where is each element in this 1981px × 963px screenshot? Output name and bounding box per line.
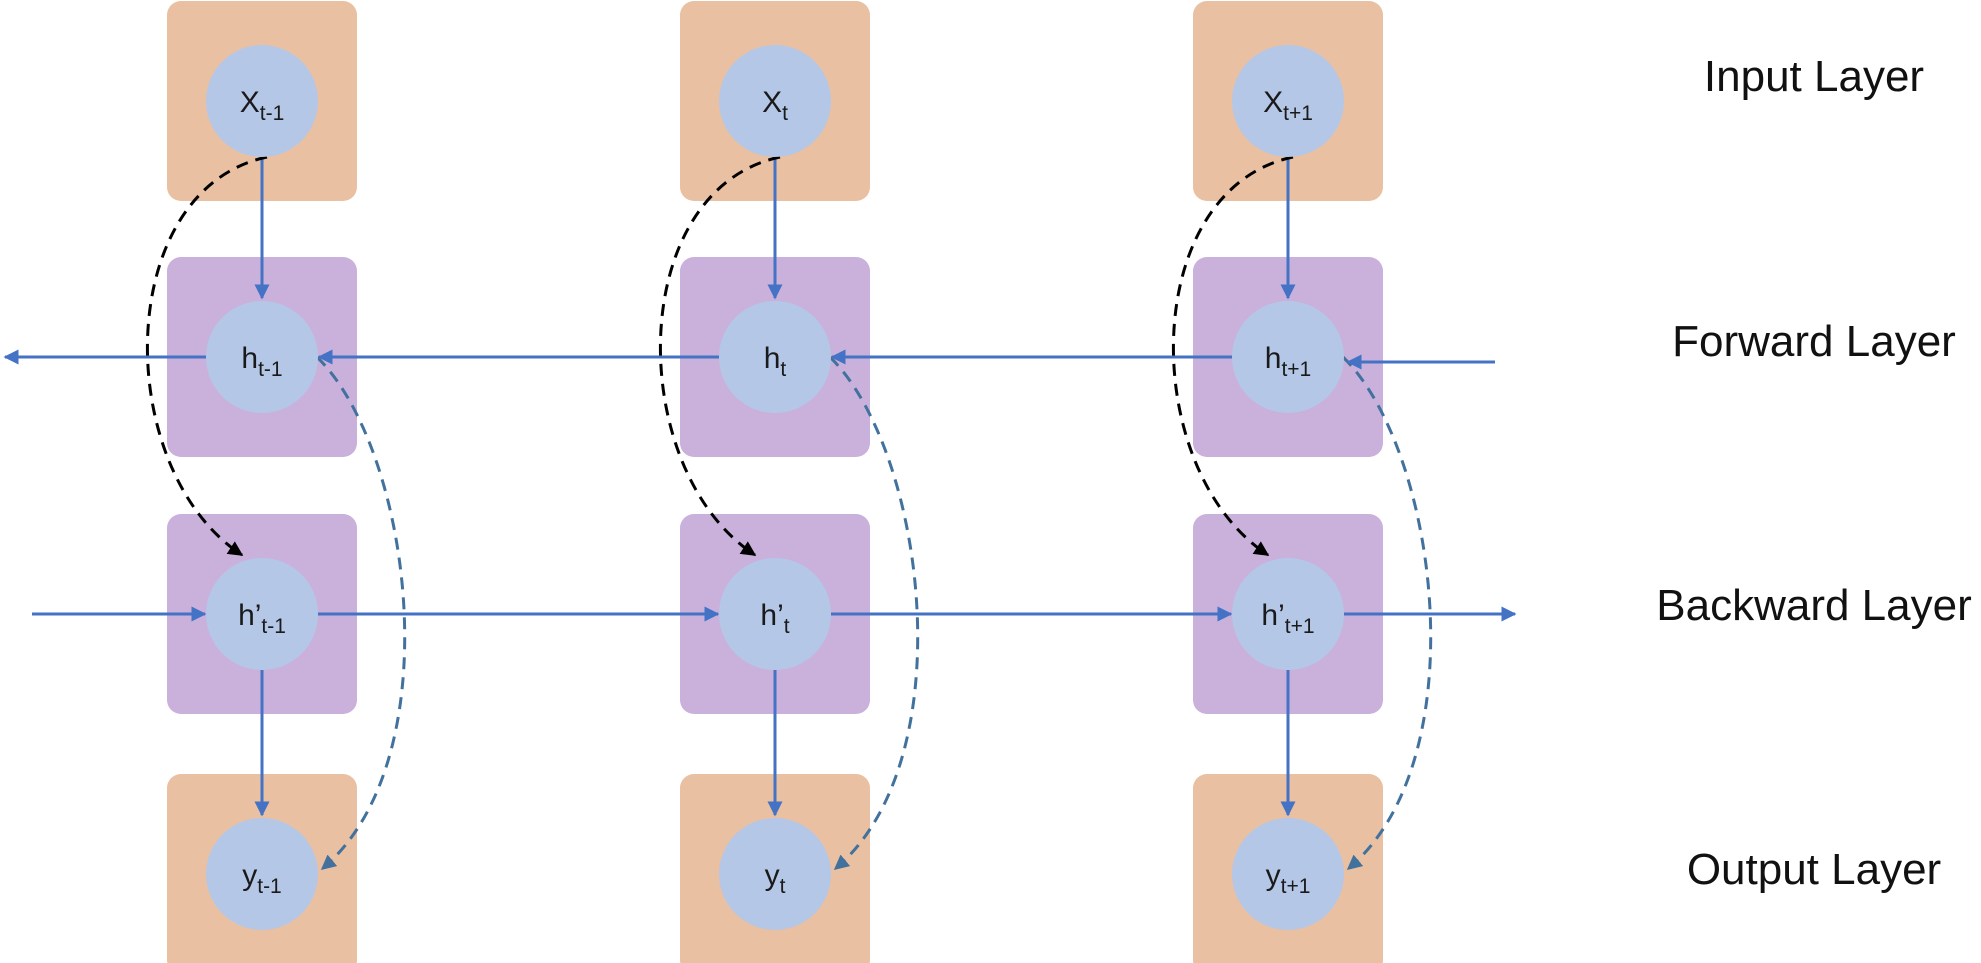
node-label-base: h bbox=[1265, 342, 1282, 375]
backward-node-circle bbox=[719, 558, 831, 670]
forward-to-output-dashed-arrow bbox=[828, 355, 920, 871]
input-node-circle bbox=[719, 45, 831, 157]
node-label-base: X bbox=[762, 86, 782, 119]
output-node-1: yt bbox=[719, 818, 831, 930]
forward-node-label: ht bbox=[764, 342, 787, 381]
node-label-base: y bbox=[242, 859, 257, 892]
input-node-0: Xt-1 bbox=[206, 45, 318, 157]
node-label-subscript: t-1 bbox=[258, 358, 283, 381]
input-node-circle bbox=[1232, 45, 1344, 157]
output-node-label: yt-1 bbox=[242, 859, 282, 898]
forward-layer-label: Forward Layer bbox=[1672, 317, 1956, 366]
output-node-label: yt+1 bbox=[1266, 859, 1311, 898]
node-label-subscript: t-1 bbox=[257, 875, 282, 898]
node-label-subscript: t-1 bbox=[261, 615, 286, 638]
forward-node-0: ht-1 bbox=[206, 301, 318, 413]
input-node-label: Xt+1 bbox=[1263, 86, 1313, 125]
backward-node-label: h’t-1 bbox=[238, 599, 286, 638]
node-label-base: h bbox=[241, 342, 258, 375]
backward-node-label: h’t bbox=[760, 599, 789, 638]
output-node-circle bbox=[206, 818, 318, 930]
node-label-subscript: t bbox=[780, 358, 786, 381]
forward-node-1: ht bbox=[719, 301, 831, 413]
output-node-circle bbox=[719, 818, 831, 930]
node-label-base: h’ bbox=[238, 599, 261, 632]
input-node-label: Xt bbox=[762, 86, 788, 125]
output-layer-label: Output Layer bbox=[1687, 845, 1941, 894]
backward-node-0: h’t-1 bbox=[206, 558, 318, 670]
node-label-subscript: t bbox=[780, 875, 786, 898]
node-label-base: X bbox=[240, 86, 260, 119]
backward-layer-label: Backward Layer bbox=[1656, 581, 1971, 630]
node-label-subscript: t bbox=[782, 102, 788, 125]
backward-node-2: h’t+1 bbox=[1232, 558, 1344, 670]
node-label-base: y bbox=[765, 859, 780, 892]
forward-node-label: ht+1 bbox=[1265, 342, 1311, 381]
output-node-0: yt-1 bbox=[206, 818, 318, 930]
input-to-backward-dashed-arrow bbox=[145, 155, 268, 557]
node-label-subscript: t bbox=[784, 615, 790, 638]
output-node-circle bbox=[1232, 818, 1344, 930]
connection-arrows bbox=[3, 155, 1517, 871]
forward-to-output-dashed-arrow bbox=[1341, 355, 1433, 871]
input-layer-label: Input Layer bbox=[1704, 52, 1924, 101]
node-label-subscript: t+1 bbox=[1285, 615, 1315, 638]
backward-node-circle bbox=[206, 558, 318, 670]
input-node-circle bbox=[206, 45, 318, 157]
node-label-base: h’ bbox=[1261, 599, 1284, 632]
backward-node-1: h’t bbox=[719, 558, 831, 670]
forward-to-output-dashed-arrow bbox=[315, 355, 407, 871]
input-to-backward-dashed-arrow bbox=[658, 155, 781, 557]
input-to-backward-dashed-arrow bbox=[1171, 155, 1294, 557]
node-label-subscript: t+1 bbox=[1281, 358, 1311, 381]
nodes: Xt-1ht-1h’t-1yt-1Xthth’tytXt+1ht+1h’t+1y… bbox=[206, 45, 1344, 930]
node-label-base: X bbox=[1263, 86, 1283, 119]
forward-node-circle bbox=[206, 301, 318, 413]
forward-node-circle bbox=[1232, 301, 1344, 413]
input-node-2: Xt+1 bbox=[1232, 45, 1344, 157]
node-label-base: h bbox=[764, 342, 781, 375]
input-node-1: Xt bbox=[719, 45, 831, 157]
backward-node-label: h’t+1 bbox=[1261, 599, 1314, 638]
node-label-subscript: t-1 bbox=[260, 102, 285, 125]
node-label-subscript: t+1 bbox=[1283, 102, 1313, 125]
node-label-base: h’ bbox=[760, 599, 783, 632]
output-node-label: yt bbox=[765, 859, 786, 898]
backward-node-circle bbox=[1232, 558, 1344, 670]
node-label-subscript: t+1 bbox=[1281, 875, 1311, 898]
output-node-2: yt+1 bbox=[1232, 818, 1344, 930]
forward-node-2: ht+1 bbox=[1232, 301, 1344, 413]
forward-node-label: ht-1 bbox=[241, 342, 282, 381]
input-node-label: Xt-1 bbox=[240, 86, 285, 125]
node-label-base: y bbox=[1266, 859, 1281, 892]
forward-node-circle bbox=[719, 301, 831, 413]
